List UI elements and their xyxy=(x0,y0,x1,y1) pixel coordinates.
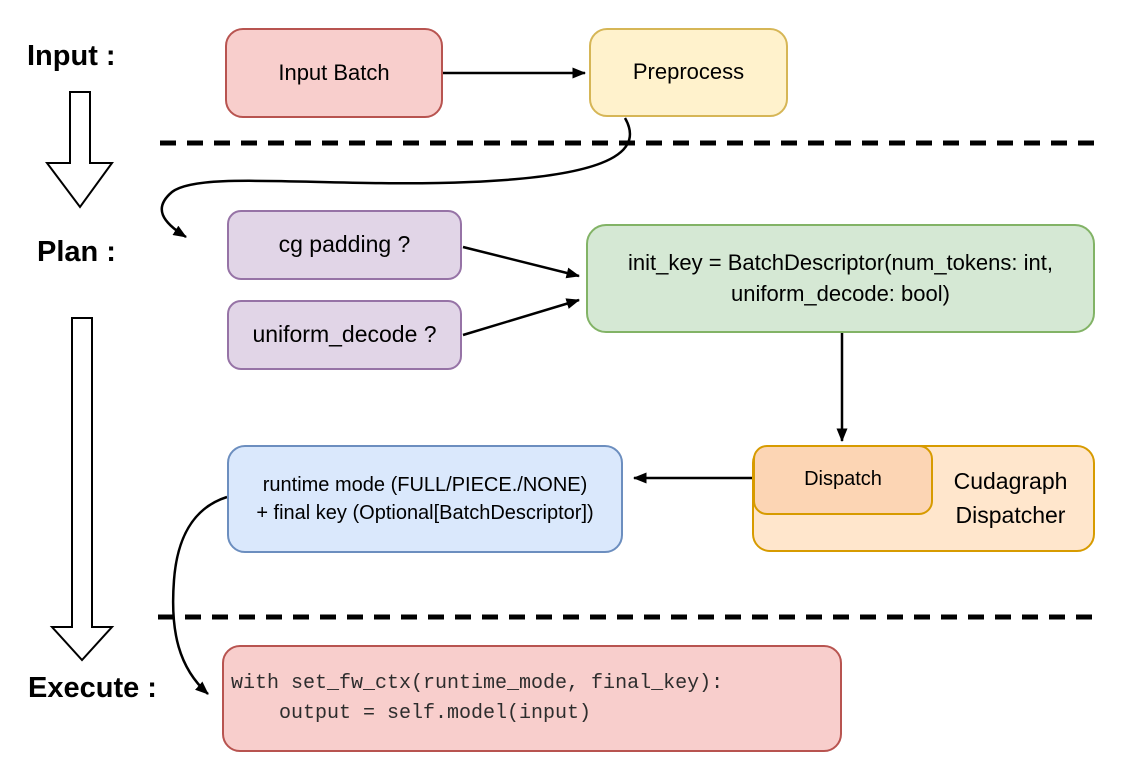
node-cudagraph-dispatcher-line2: Dispatcher xyxy=(955,501,1066,528)
node-init-key-line1: init_key = BatchDescriptor(num_tokens: i… xyxy=(628,250,1053,276)
node-dispatch: Dispatch xyxy=(753,445,933,515)
node-cudagraph-dispatcher-line1: Cudagraph xyxy=(953,468,1068,495)
stage-label-plan: Plan : xyxy=(37,236,116,268)
node-input-batch: Input Batch xyxy=(225,28,443,118)
node-runtime-line1: runtime mode (FULL/PIECE./NONE) xyxy=(262,474,588,496)
node-runtime-line2: + final key (Optional[BatchDescriptor]) xyxy=(256,502,594,524)
connector-cg-padding-to-init-key xyxy=(462,245,580,279)
node-cg-padding: cg padding ? xyxy=(227,210,462,280)
node-runtime-mode-final-key: runtime mode (FULL/PIECE./NONE) + final … xyxy=(227,445,623,553)
node-preprocess-label: Preprocess xyxy=(632,59,745,85)
connector-runtime-to-execute-code xyxy=(171,495,228,695)
node-init-key: init_key = BatchDescriptor(num_tokens: i… xyxy=(586,224,1095,333)
node-init-key-line2: uniform_decode: bool) xyxy=(731,280,950,306)
node-cg-padding-label: cg padding ? xyxy=(278,231,411,258)
flow-arrow-input-to-plan xyxy=(45,91,114,209)
connector-preprocess-to-cg-padding xyxy=(160,117,632,239)
flow-arrow-plan-to-execute xyxy=(49,317,115,662)
node-input-batch-label: Input Batch xyxy=(278,59,390,85)
node-uniform-decode-label: uniform_decode ? xyxy=(252,321,437,348)
node-dispatch-label: Dispatch xyxy=(804,468,882,491)
connector-uniform-decode-to-init-key xyxy=(462,298,580,337)
node-uniform-decode: uniform_decode ? xyxy=(227,300,462,370)
execute-code-line2: output = self.model(input) xyxy=(231,701,592,725)
node-cudagraph-dispatcher-label: Cudagraph Dispatcher xyxy=(928,465,1093,532)
execute-code-line1: with set_fw_ctx(runtime_mode, final_key)… xyxy=(231,671,724,695)
stage-label-execute: Execute : xyxy=(28,672,157,704)
node-execute-code: with set_fw_ctx(runtime_mode, final_key)… xyxy=(222,645,842,752)
stage-label-input: Input : xyxy=(27,40,116,72)
node-preprocess: Preprocess xyxy=(589,28,788,117)
